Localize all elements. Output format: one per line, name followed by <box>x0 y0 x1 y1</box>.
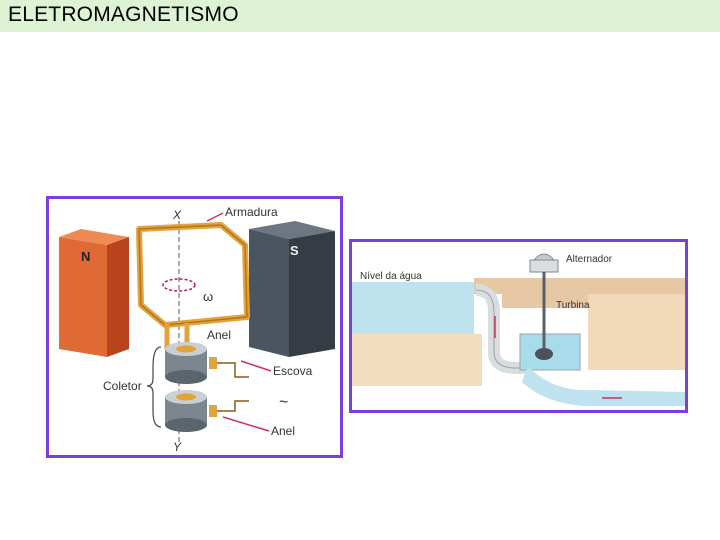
hydro-diagram-panel: Nível da água Alternador Turbina <box>349 239 688 413</box>
page-title: ELETROMAGNETISMO <box>8 3 239 26</box>
alternator-label: Alternador <box>566 254 613 265</box>
armature-label: Armadura <box>225 205 278 219</box>
collector-bracket <box>146 346 162 428</box>
brush-pointer <box>240 360 272 372</box>
dam-right <box>588 294 685 370</box>
alternator-top <box>532 253 556 261</box>
south-pole-label: S <box>290 243 299 258</box>
ring-bottom-label: Anel <box>271 424 295 438</box>
outflow-water <box>522 366 685 406</box>
dam-top <box>474 278 685 308</box>
generator-diagram: N S X Y Armadura ω Anel <box>59 205 335 454</box>
water-level-label: Nível da água <box>360 271 422 282</box>
north-magnet <box>59 229 129 357</box>
turbine-label: Turbina <box>556 300 590 311</box>
ac-symbol: ~ <box>279 394 288 411</box>
omega-label: ω <box>203 289 213 304</box>
lower-slip-ring <box>165 390 207 432</box>
upper-brush <box>209 357 217 369</box>
title-bar: ELETROMAGNETISMO <box>0 0 720 32</box>
lower-brush <box>209 405 217 417</box>
south-magnet <box>249 221 335 357</box>
ground-left <box>352 334 482 386</box>
ring-bottom-pointer <box>222 416 270 432</box>
generator-diagram-panel: N S X Y Armadura ω Anel <box>46 196 343 458</box>
armature-pointer <box>206 212 224 222</box>
collector-label: Coletor <box>103 379 142 393</box>
brush-label: Escova <box>273 364 313 378</box>
reservoir-water <box>352 282 474 334</box>
lower-wire <box>217 400 249 412</box>
upper-wire <box>217 362 249 378</box>
penstock-outline <box>475 289 528 369</box>
upper-slip-ring <box>165 342 207 384</box>
alternator-body <box>529 259 559 273</box>
hydro-diagram: Nível da água Alternador Turbina <box>352 242 685 410</box>
north-pole-label: N <box>81 249 90 264</box>
turbine-rotor <box>535 348 553 360</box>
turbine-chamber <box>519 333 581 371</box>
ring-top-label: Anel <box>207 328 231 342</box>
axis-label-x: X <box>172 208 182 222</box>
rotation-arrow <box>162 278 196 292</box>
axis-label-y: Y <box>173 440 182 454</box>
